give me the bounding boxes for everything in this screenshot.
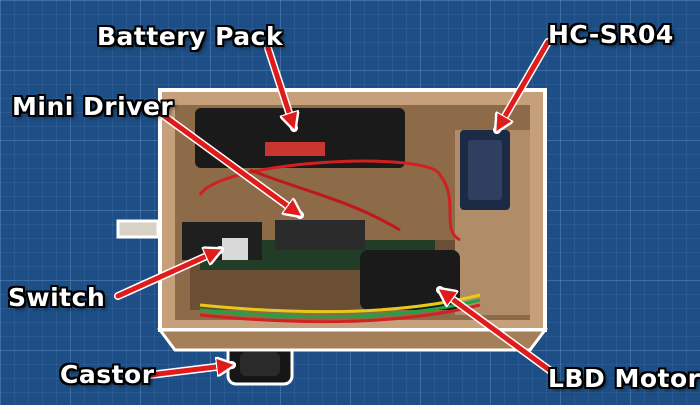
ultrasonic-sensor [460,130,510,210]
arrow-battery-pack [264,44,294,128]
label-mini-driver: Mini Driver [12,92,174,121]
label-lbd-motor: LBD Motor [548,364,700,393]
arrow-lbd-motor [440,286,556,376]
arrow-hc-sr04 [493,38,552,130]
power-switch [182,222,262,260]
arrow-mini-driver [152,106,300,219]
arrow-castor [146,365,232,379]
label-battery-pack: Battery Pack [97,22,284,51]
annotation-arrows [114,38,556,379]
side-tab [116,219,160,239]
label-castor: Castor [60,360,155,389]
battery-pack [195,108,405,168]
label-switch: Switch [8,283,106,312]
label-hc-sr04: HC-SR04 [548,20,674,49]
arrow-switch [114,246,220,300]
